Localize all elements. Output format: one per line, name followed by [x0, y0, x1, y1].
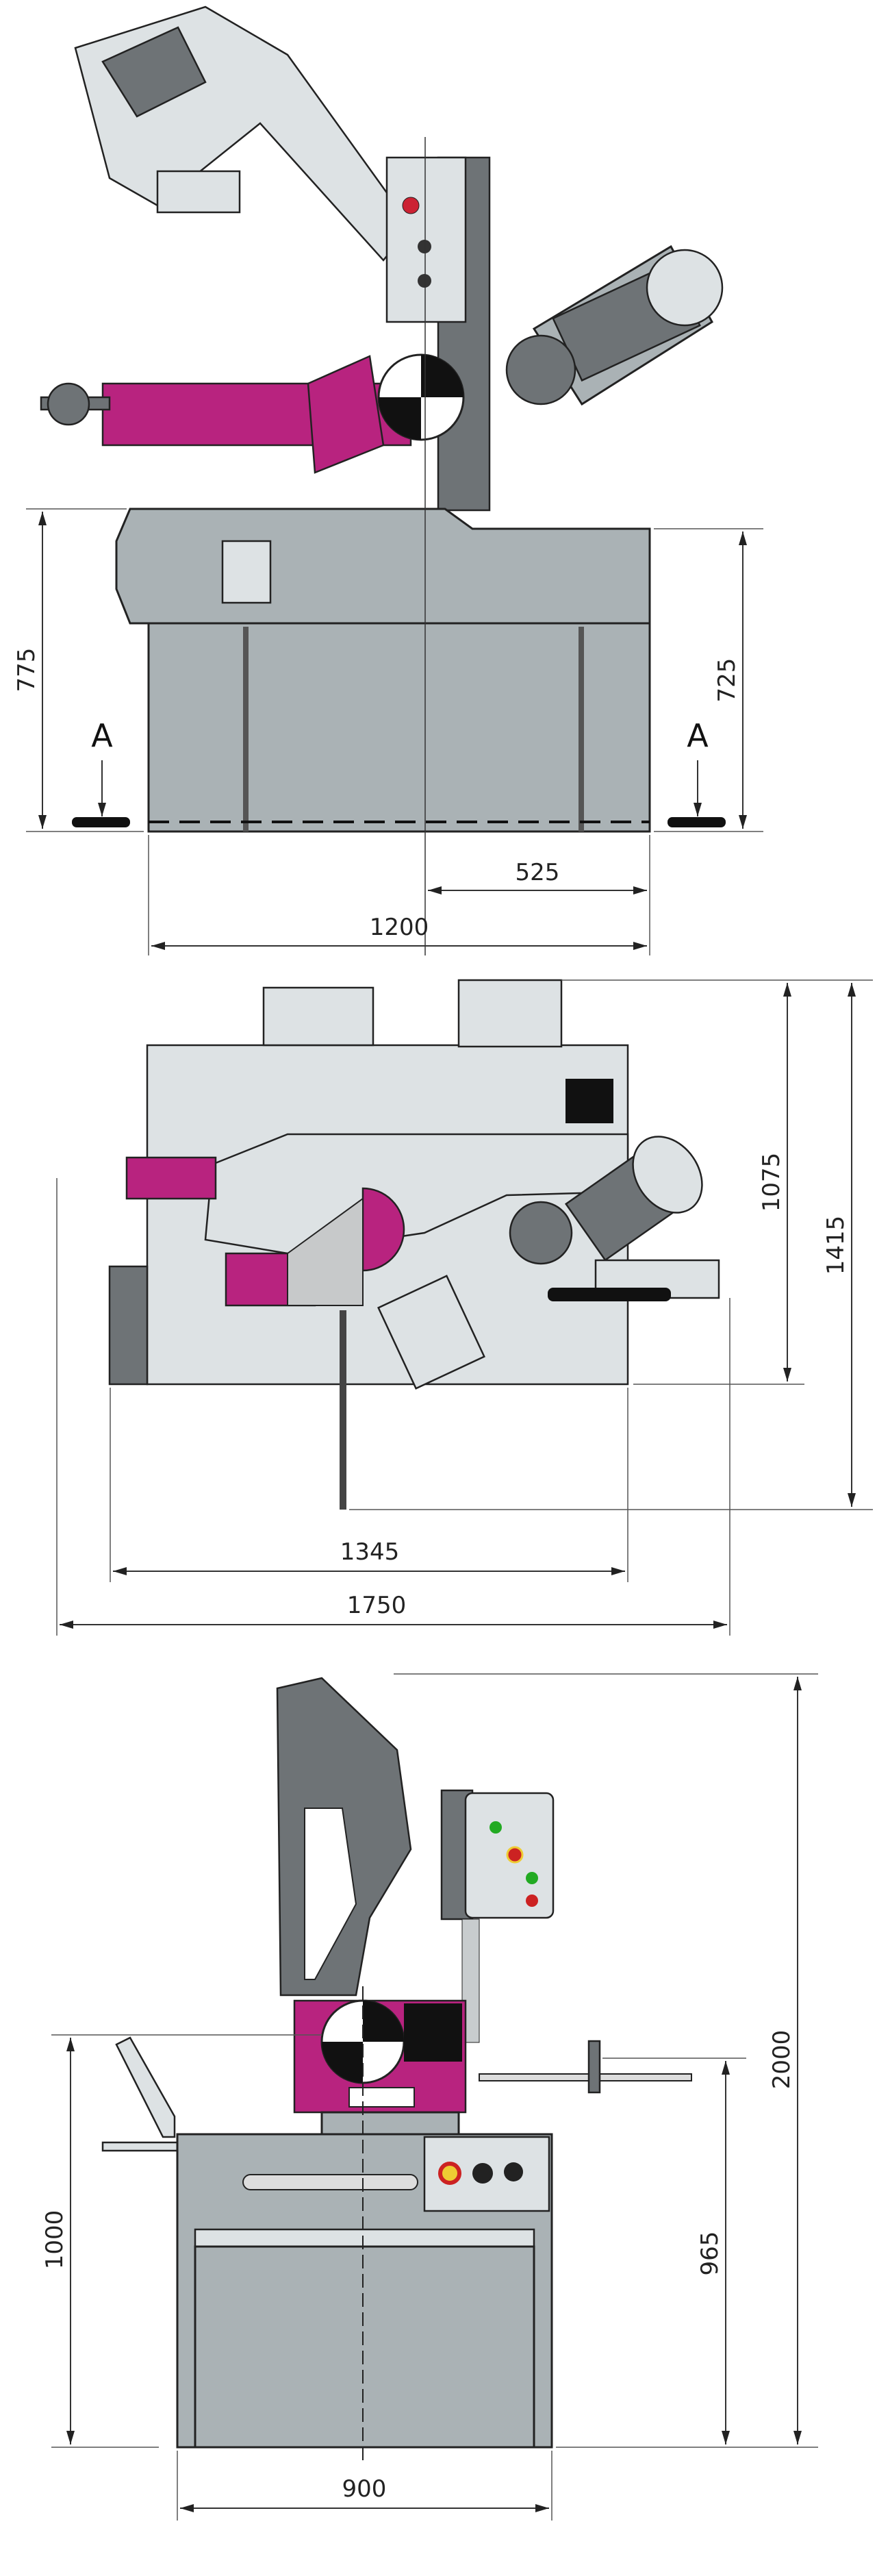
front-view: 775 725 A A 525 1200 — [13, 5, 763, 955]
vise-top — [125, 1156, 405, 1307]
dimension-725: 725 — [654, 528, 763, 832]
dimension-775: 775 — [13, 508, 144, 832]
dim-label-1345: 1345 — [340, 1538, 400, 1566]
dimension-2000: 2000 — [394, 1673, 818, 2448]
dim-label-965: 965 — [696, 2231, 724, 2276]
section-mark-a-left: A — [91, 717, 113, 816]
control-box — [385, 156, 491, 512]
dim-label-1415: 1415 — [822, 1216, 850, 1275]
control-box-side — [440, 1789, 555, 2043]
dimension-1345: 1345 — [110, 1388, 628, 1582]
dim-label-775: 775 — [13, 648, 40, 692]
saw-bow-side — [276, 1677, 412, 1997]
dimension-1000: 1000 — [41, 2034, 322, 2448]
dim-label-1750: 1750 — [347, 1592, 407, 1619]
dimension-525: 525 — [428, 835, 650, 955]
dimension-1200: 1200 — [148, 835, 647, 955]
dim-label-900: 900 — [342, 2475, 387, 2503]
saw-arm-top — [204, 1133, 629, 1255]
dim-label-1200: 1200 — [370, 914, 429, 941]
motor — [505, 245, 724, 406]
dimension-1075: 1075 — [561, 979, 873, 1385]
dimension-1750: 1750 — [56, 1178, 730, 1636]
dimension-965: 965 — [602, 2058, 746, 2444]
saw-bow-arm — [74, 5, 412, 262]
vise-table — [40, 355, 412, 474]
dim-label-1075: 1075 — [758, 1153, 785, 1212]
dim-label-525: 525 — [516, 859, 560, 886]
section-mark-a-right: A — [687, 717, 709, 816]
motor-top — [509, 1136, 720, 1301]
dim-label-725: 725 — [713, 658, 741, 703]
section-label-a-right: A — [687, 717, 709, 754]
dimension-1415: 1415 — [349, 983, 873, 1510]
top-view: 1075 1415 1345 1750 — [56, 979, 873, 1636]
dim-label-1000: 1000 — [41, 2210, 68, 2270]
blade-disc-side — [320, 1999, 462, 2084]
section-label-a-left: A — [91, 717, 113, 754]
dim-label-2000: 2000 — [768, 2030, 796, 2090]
blade-disc — [377, 353, 465, 441]
dimension-900: 900 — [177, 2451, 552, 2521]
side-view: 2000 1000 965 900 — [41, 1673, 818, 2521]
